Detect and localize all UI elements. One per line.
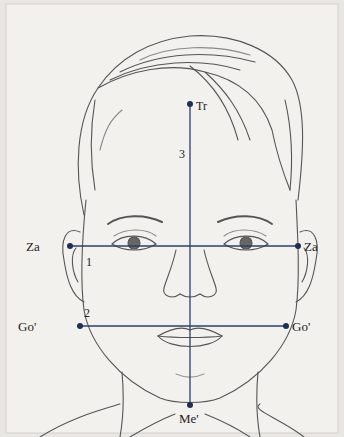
bigonial-line	[80, 325, 286, 326]
landmark-label: Za	[26, 240, 40, 253]
measurement-number: 2	[84, 307, 90, 319]
face-height-line	[189, 104, 190, 405]
face-drawing	[40, 36, 317, 437]
landmark-label: Go'	[292, 320, 310, 333]
landmark-label: Go'	[18, 320, 36, 333]
landmark-dots	[67, 101, 301, 408]
bizygomatic-line	[70, 245, 298, 246]
landmark-label: Me'	[179, 412, 199, 425]
landmark-label: Za	[304, 240, 318, 253]
paper	[6, 4, 338, 433]
measurement-lines	[70, 104, 298, 405]
landmark-label: Tr	[196, 100, 207, 112]
measurement-number: 1	[86, 256, 92, 268]
measurement-number: 3	[179, 148, 185, 160]
